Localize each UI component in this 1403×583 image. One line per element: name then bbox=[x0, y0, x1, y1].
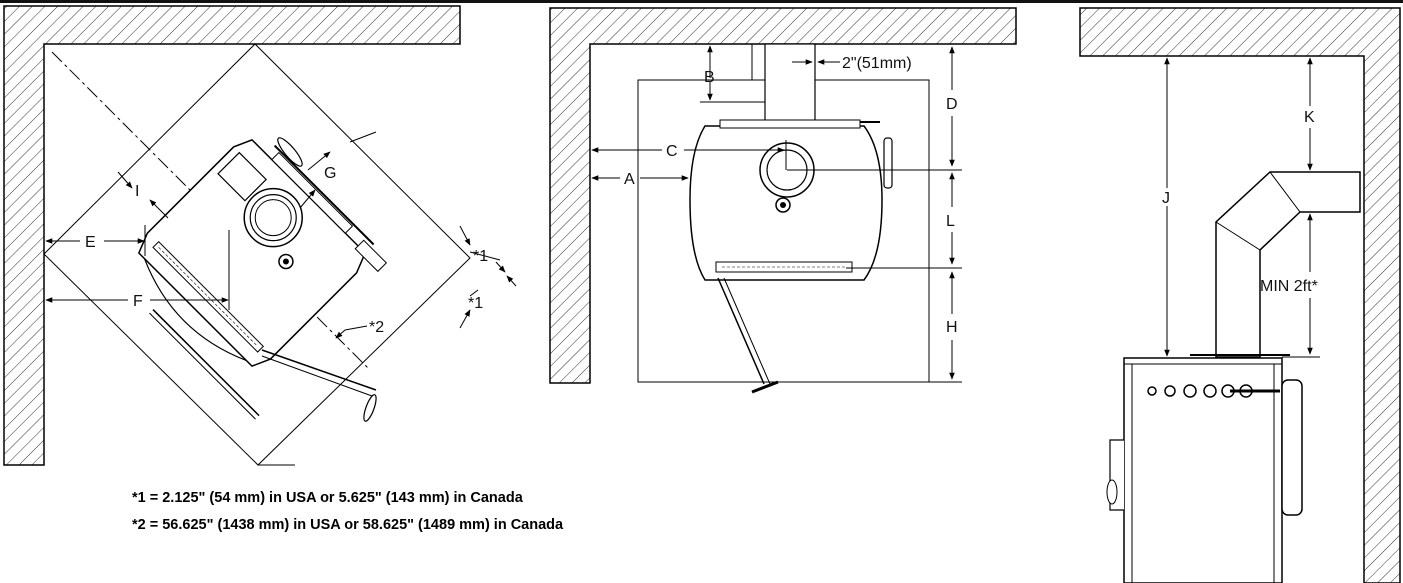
footnote-1: *1 = 2.125" (54 mm) in USA or 5.625" (14… bbox=[132, 490, 523, 506]
side-flue-pipe bbox=[1215, 171, 1361, 358]
top-view-diagram: B 2"(51mm) D C A L H bbox=[549, 7, 1017, 394]
corner-stove bbox=[137, 138, 388, 420]
corner-label-star2: *2 bbox=[369, 319, 384, 336]
corner-label-i: I bbox=[135, 183, 139, 200]
top-label-h: H bbox=[946, 319, 958, 336]
top-label-d: D bbox=[946, 96, 958, 113]
corner-label-f: F bbox=[133, 293, 143, 310]
corner-label-star1-b: *1 bbox=[468, 295, 483, 312]
corner-label-g: G bbox=[324, 165, 336, 182]
top-wall-hatch bbox=[549, 7, 1017, 384]
top-label-c: C bbox=[666, 143, 678, 160]
side-label-k: K bbox=[1304, 109, 1315, 126]
top-label-flue: 2"(51mm) bbox=[842, 55, 912, 72]
top-label-l: L bbox=[946, 213, 955, 230]
top-label-b: B bbox=[704, 69, 715, 86]
top-border bbox=[0, 0, 1403, 3]
corner-label-e: E bbox=[85, 234, 96, 251]
corner-label-star1-a: *1 bbox=[473, 248, 488, 265]
top-label-a: A bbox=[624, 171, 635, 188]
side-label-min: MIN 2ft* bbox=[1260, 278, 1318, 295]
side-label-j: J bbox=[1162, 190, 1170, 207]
corner-wall-hatch bbox=[3, 5, 461, 466]
footnote-2: *2 = 56.625" (1438 mm) in USA or 58.625"… bbox=[132, 517, 564, 533]
side-view-diagram: K J MIN 2ft* bbox=[1079, 7, 1401, 583]
corner-installation-diagram: I G E F *1 *1 *2 bbox=[3, 5, 517, 466]
corner-floor-protector bbox=[43, 43, 471, 466]
corner-flue-collar bbox=[243, 187, 303, 248]
side-wall-hatch bbox=[1079, 7, 1401, 583]
